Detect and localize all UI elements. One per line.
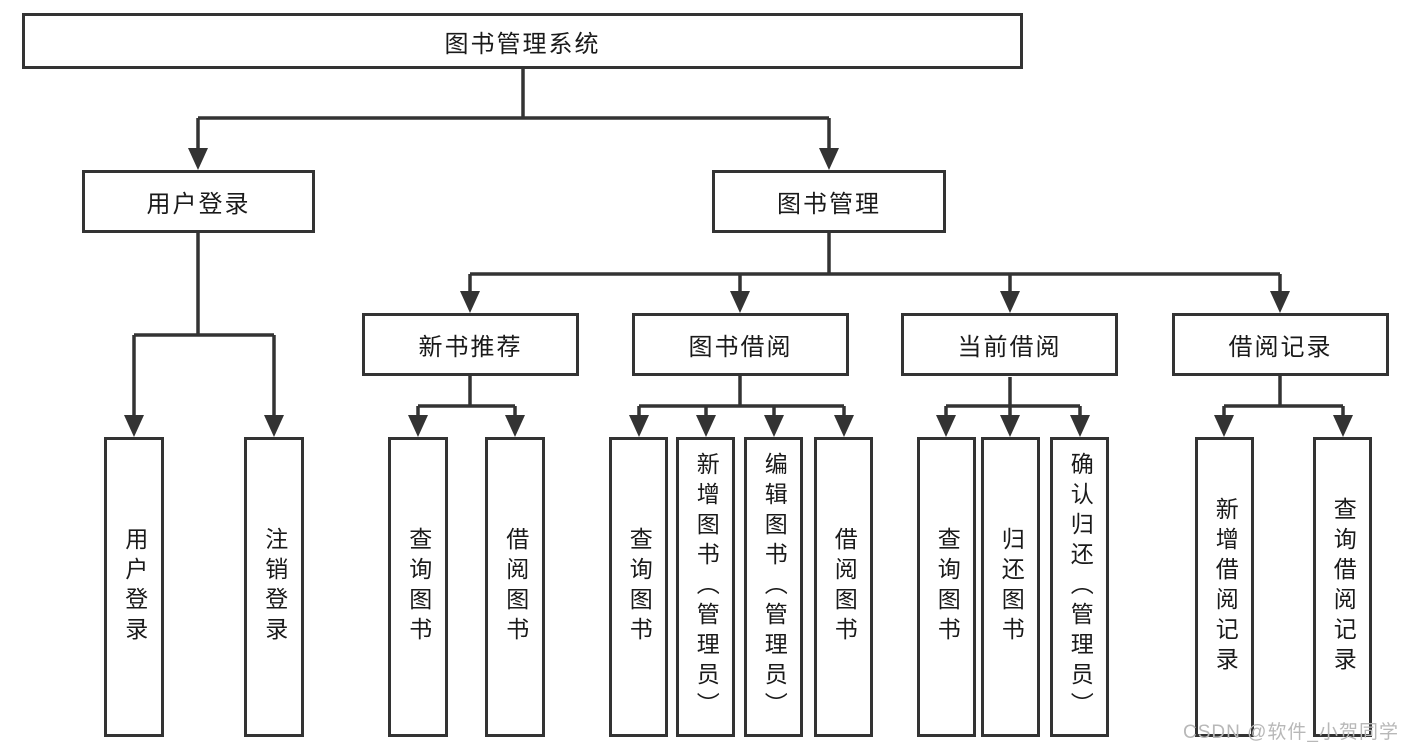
leaf-query-books-recommendation: 查询图书 [388,437,448,737]
leaf-add-borrow-record: 新增借阅记录 [1195,437,1254,737]
connector-root-to-level2 [188,69,839,170]
leaf-query-books-current: 查询图书 [917,437,976,737]
leaf-query-books-borrowing: 查询图书 [609,437,668,737]
node-borrowing-records: 借阅记录 [1172,313,1389,376]
connector-borrowing-records-to-leaves [1214,376,1353,437]
leaf-edit-books-admin: 编辑图书（管理员） [744,437,803,737]
leaf-user-login: 用户登录 [104,437,164,737]
leaf-return-books: 归还图书 [981,437,1040,737]
csdn-watermark: CSDN @软件_小贺同学 [1183,722,1399,743]
connector-book-borrowing-to-leaves [629,376,854,437]
connector-new-book-recommendation-to-leaves [408,376,525,437]
leaf-borrow-books-borrowing: 借阅图书 [814,437,873,737]
connector-current-borrowing-to-leaves [936,377,1090,437]
node-current-borrowing: 当前借阅 [901,313,1118,376]
node-library-management-system: 图书管理系统 [22,13,1023,69]
leaf-logout: 注销登录 [244,437,304,737]
node-user-login: 用户登录 [82,170,315,233]
leaf-confirm-return-admin: 确认归还（管理员） [1050,437,1109,737]
leaf-add-books-admin: 新增图书（管理员） [676,437,735,737]
connector-book-management-to-level3 [460,233,1290,313]
leaf-borrow-books-recommendation: 借阅图书 [485,437,545,737]
node-new-book-recommendation: 新书推荐 [362,313,579,376]
node-book-management: 图书管理 [712,170,946,233]
connector-user-login-to-leaves [124,233,284,437]
leaf-query-borrow-record: 查询借阅记录 [1313,437,1372,737]
node-book-borrowing: 图书借阅 [632,313,849,376]
